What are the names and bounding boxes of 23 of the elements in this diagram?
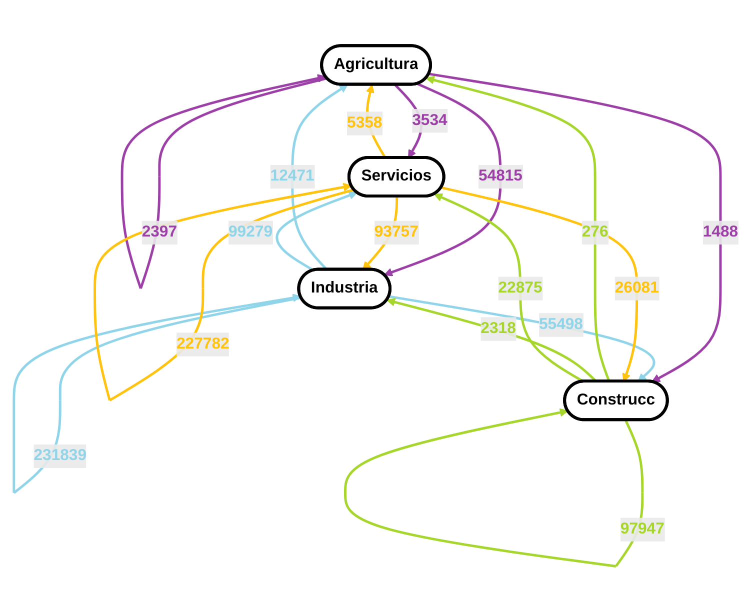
edge-label: 97947 (620, 520, 664, 538)
edge-label: 26081 (614, 280, 659, 296)
edge-label: 12471 (270, 168, 314, 185)
arrow (276, 191, 358, 272)
edge-label: 2318 (480, 320, 516, 337)
arrow (386, 298, 598, 382)
edge-label: 93757 (374, 224, 418, 241)
arrow (388, 295, 656, 382)
edge-label: 276 (582, 224, 608, 241)
arrow (434, 193, 584, 383)
edge-label: 3534 (412, 112, 448, 129)
edge-label: 231839 (34, 447, 87, 464)
edge-label: 54815 (478, 168, 522, 185)
edge-label: 22875 (498, 280, 542, 296)
arrow (441, 186, 638, 382)
edge-label: 227782 (176, 336, 230, 352)
edge-label: 55498 (538, 316, 583, 333)
edge-label: 1488 (702, 224, 738, 241)
edge-label: 5358 (347, 114, 382, 132)
arrow (426, 76, 610, 382)
edge-label: 2397 (142, 224, 178, 241)
edge-label: 99279 (228, 224, 273, 241)
arrow (428, 72, 722, 382)
